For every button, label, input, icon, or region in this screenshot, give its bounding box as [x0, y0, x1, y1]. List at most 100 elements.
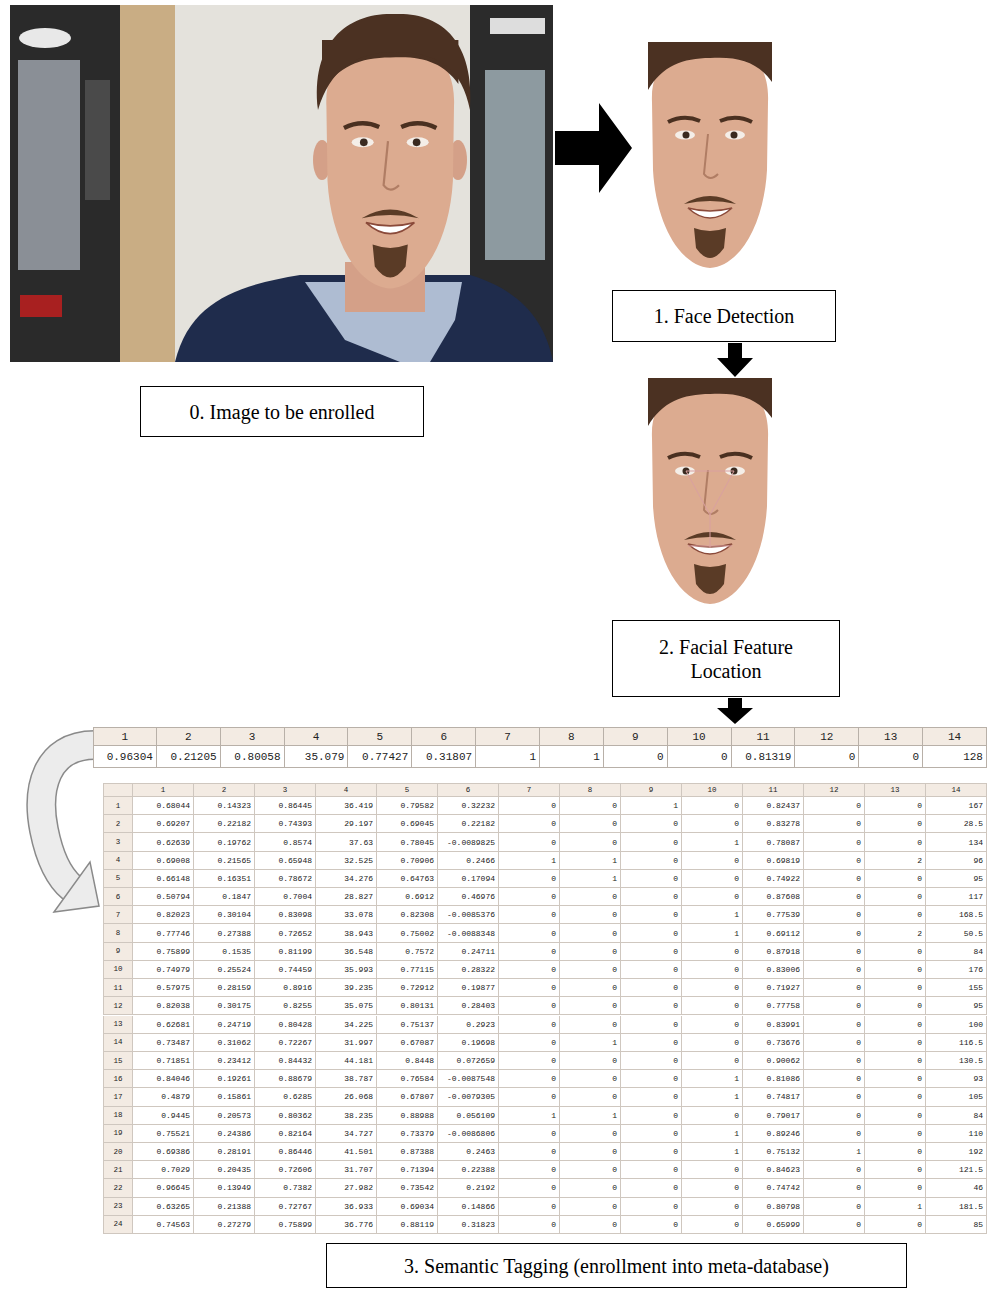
feature-value: 0.74393	[255, 815, 316, 833]
table-cell-text: 0.2463	[466, 1147, 495, 1156]
feature-value: 0	[621, 1125, 682, 1143]
feature-value: 0	[865, 833, 926, 851]
table-cell-text: 0	[673, 1165, 678, 1174]
feature-value: 2	[865, 852, 926, 870]
feature-value: 0.22388	[438, 1161, 499, 1179]
table-cell-text: 0	[551, 1220, 556, 1229]
table-cell-text: 0.28322	[461, 965, 495, 974]
feature-value: 0.62639	[133, 833, 194, 851]
feature-value: 0.67807	[377, 1088, 438, 1106]
table-cell-text: 0.65999	[766, 1220, 800, 1229]
feature-value: 0	[499, 1034, 560, 1052]
table-cell-text: 0	[734, 1020, 739, 1029]
feature-value: 28.5	[926, 815, 987, 833]
table-cell-text: 38.787	[344, 1074, 373, 1083]
column-header: 1	[93, 727, 157, 746]
step-label: 3. Semantic Tagging (enrollment into met…	[404, 1254, 829, 1278]
feature-value: 0	[865, 870, 926, 888]
feature-value: 0.32232	[438, 797, 499, 815]
table-cell-text: 0	[551, 1129, 556, 1138]
table-cell-text: 0.19762	[217, 838, 251, 847]
table-cell-text: 24	[113, 1220, 122, 1228]
feature-value: 0.75521	[133, 1125, 194, 1143]
table-cell-text: 0.63265	[156, 1202, 190, 1211]
feature-value: 0.88988	[377, 1107, 438, 1125]
table-cell-text: 0.22182	[461, 819, 495, 828]
table-cell-text: 0	[612, 1001, 617, 1010]
feature-value: 0.71394	[377, 1161, 438, 1179]
feature-value: 0.83278	[743, 815, 804, 833]
feature-value: 0.73676	[743, 1034, 804, 1052]
table-cell-text: 0	[673, 838, 678, 847]
table-cell-text: 0.22388	[461, 1165, 495, 1174]
feature-value: 0	[804, 1198, 865, 1216]
table-cell-text: 0.6912	[405, 892, 434, 901]
table-cell-text: 1	[612, 874, 617, 883]
feature-value: 0.81319	[732, 746, 796, 768]
feature-value: 0	[804, 1216, 865, 1234]
column-header: 13	[859, 727, 923, 746]
table-cell-text: 0.27279	[217, 1220, 251, 1229]
feature-value: 1	[682, 906, 743, 924]
column-header: 10	[682, 783, 743, 797]
feature-value: 36.548	[316, 943, 377, 961]
table-cell-text: 0	[673, 1220, 678, 1229]
feature-value: 0.80428	[255, 1016, 316, 1034]
table-cell-text: 12	[113, 1002, 122, 1010]
table-cell-text: 0	[612, 892, 617, 901]
table-cell-text: 11	[768, 786, 777, 794]
table-cell-text: 0.80058	[234, 751, 280, 763]
feature-value: 121.5	[926, 1161, 987, 1179]
feature-value: 0	[804, 1107, 865, 1125]
table-cell-text: 0.67807	[400, 1092, 434, 1101]
feature-value: 0	[621, 1179, 682, 1197]
feature-value: 0	[804, 943, 865, 961]
table-cell-text: 0.1535	[222, 947, 251, 956]
feature-value: 0.96304	[93, 746, 157, 768]
table-cell-text: 0.27388	[217, 929, 251, 938]
table-cell-text: 0	[856, 1056, 861, 1065]
table-cell-text: 0	[856, 1129, 861, 1138]
feature-value: 0	[560, 924, 621, 942]
table-cell-text: 0	[612, 1129, 617, 1138]
feature-value: 28.827	[316, 888, 377, 906]
table-cell-text: 0.68044	[156, 801, 190, 810]
feature-value: 0.82023	[133, 906, 194, 924]
table-cell-text: 0.71394	[400, 1165, 434, 1174]
table-cell-text: 0	[551, 983, 556, 992]
table-cell-text: 0.69386	[156, 1147, 190, 1156]
row-number: 8	[103, 924, 133, 942]
table-cell-text: 0	[917, 1183, 922, 1192]
table-cell-text: 41.501	[344, 1147, 373, 1156]
feature-value: 0.83098	[255, 906, 316, 924]
table-cell-text: 0.79017	[766, 1111, 800, 1120]
feature-value: 0	[682, 870, 743, 888]
table-cell-text: 0.83278	[766, 819, 800, 828]
feature-value: -0.0079305	[438, 1088, 499, 1106]
table-cell-text: 20	[113, 1148, 122, 1156]
table-cell-text: 0	[612, 965, 617, 974]
table-cell-text: 0	[673, 947, 678, 956]
table-cell-text: 1	[917, 1202, 922, 1211]
feature-value: 0.056109	[438, 1107, 499, 1125]
feature-value: 0	[621, 1198, 682, 1216]
flow-arrow	[717, 343, 753, 377]
table-cell-text: 0	[612, 1147, 617, 1156]
feature-value: 181.5	[926, 1198, 987, 1216]
table-cell-text: 0	[917, 947, 922, 956]
row-number: 9	[103, 943, 133, 961]
table-cell-text: 0.7382	[283, 1183, 312, 1192]
table-cell-text: 0	[856, 1001, 861, 1010]
feature-value: 0	[560, 1052, 621, 1070]
feature-value: 0	[560, 1143, 621, 1161]
feature-value: 0.75132	[743, 1143, 804, 1161]
feature-value: 105	[926, 1088, 987, 1106]
table-cell-text: 28.827	[344, 892, 373, 901]
table-cell-text: 0.87388	[400, 1147, 434, 1156]
table-cell-text: 0	[551, 1183, 556, 1192]
feature-value: 0.89246	[743, 1125, 804, 1143]
feature-value: 134	[926, 833, 987, 851]
feature-value: 1	[682, 1143, 743, 1161]
feature-value: 0	[499, 870, 560, 888]
feature-value: 0.2466	[438, 852, 499, 870]
